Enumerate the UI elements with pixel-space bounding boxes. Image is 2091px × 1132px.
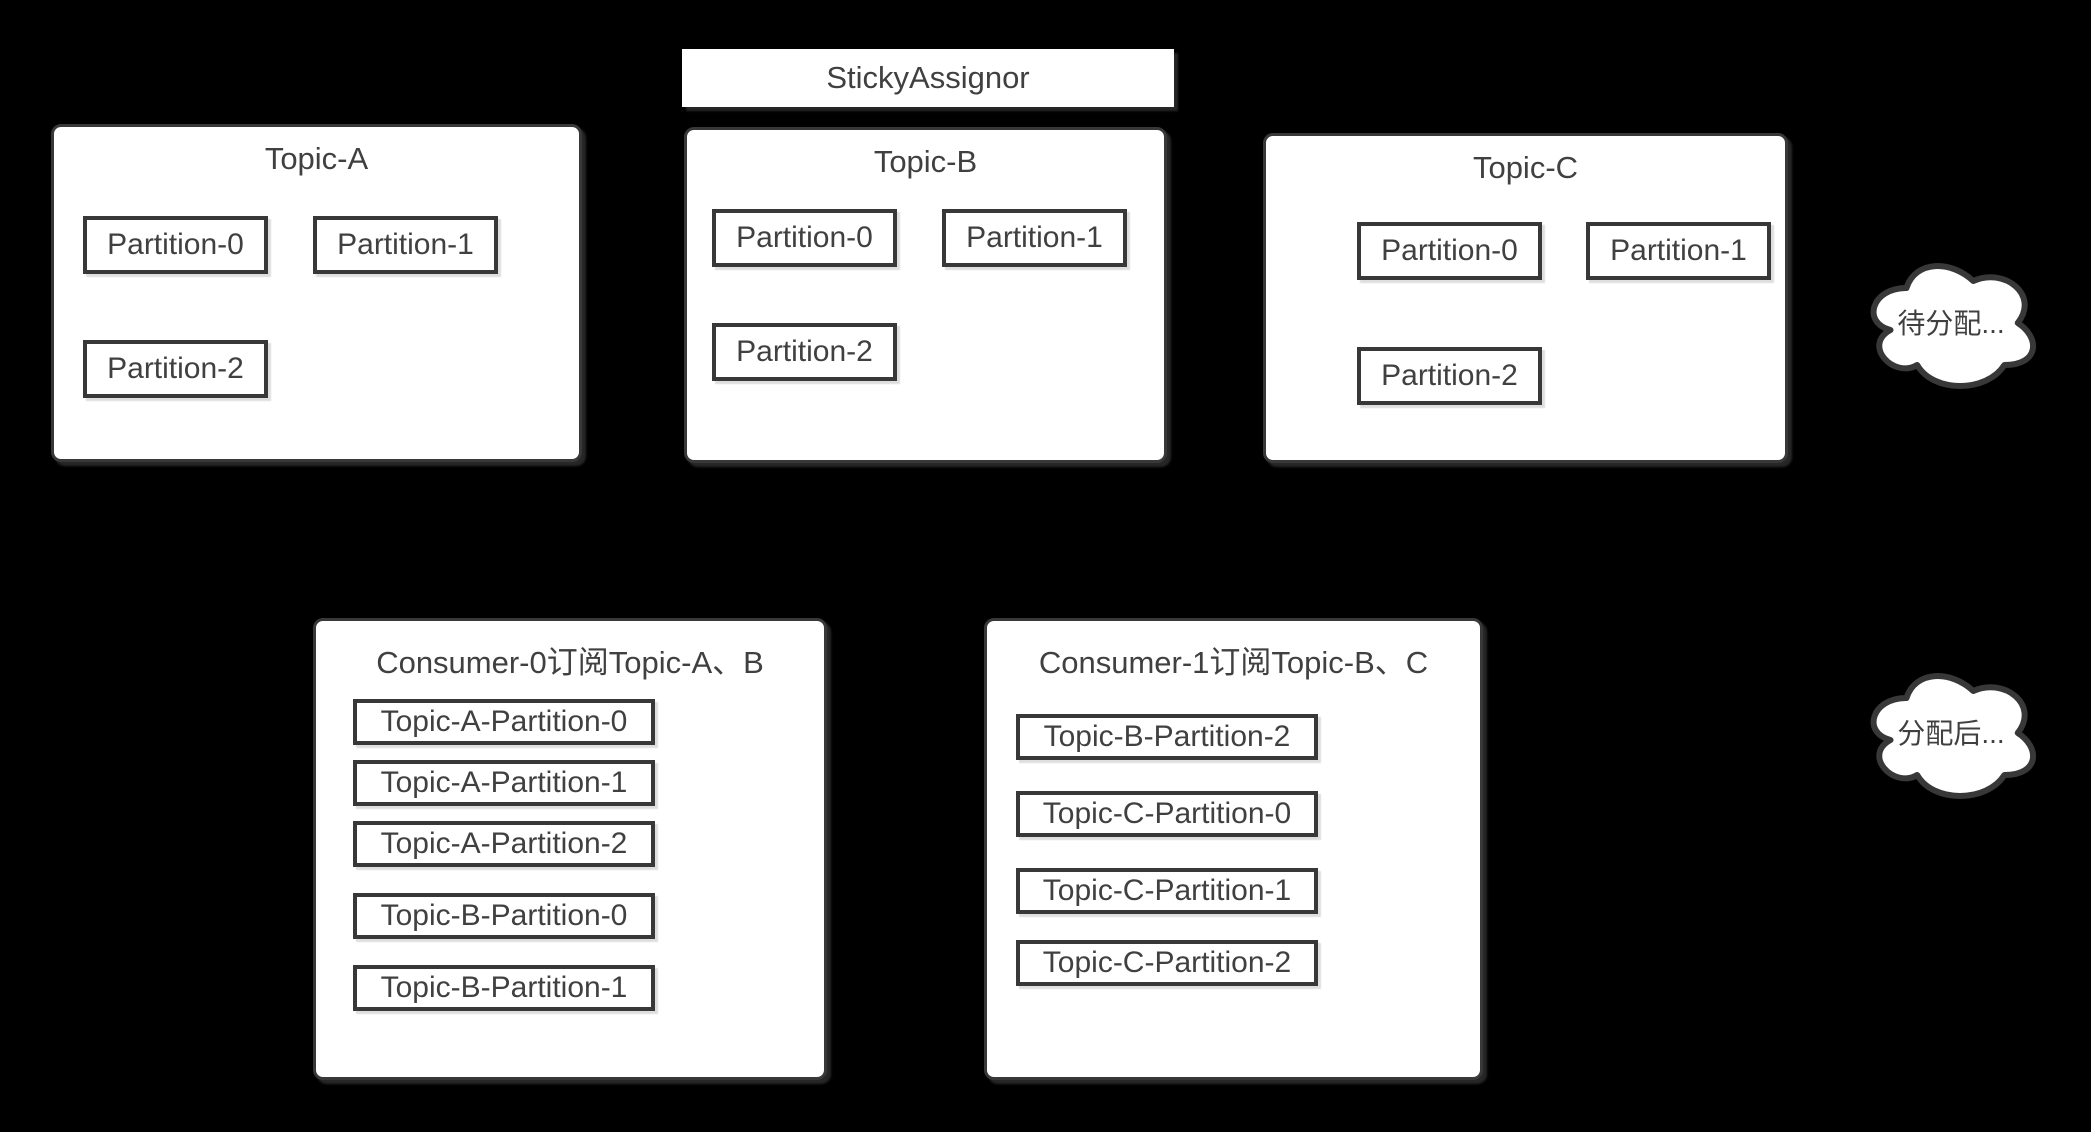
- consumer-0-assignment-2: Topic-A-Partition-2: [353, 821, 655, 867]
- consumer-0-title: Consumer-0订阅Topic-A、B: [376, 645, 764, 680]
- assignment-label: Topic-A-Partition-1: [380, 766, 628, 799]
- cloud-pending: 待分配...: [1857, 248, 2045, 398]
- assignment-label: Topic-C-Partition-0: [1042, 797, 1292, 830]
- topic-box-b: Topic-B Partition-0 Partition-1 Partitio…: [684, 127, 1167, 463]
- assignment-label: Topic-A-Partition-0: [380, 705, 628, 738]
- topic-c-partition-1: Partition-1: [1586, 222, 1771, 280]
- assignment-label: Topic-C-Partition-2: [1042, 946, 1292, 979]
- topic-a-partition-1: Partition-1: [313, 216, 498, 274]
- topic-box-a: Topic-A Partition-0 Partition-1 Partitio…: [51, 124, 582, 462]
- partition-label: Partition-1: [337, 228, 474, 261]
- partition-label: Partition-1: [966, 221, 1103, 254]
- consumer-0-assignment-3: Topic-B-Partition-0: [353, 893, 655, 939]
- topic-a-partition-2: Partition-2: [83, 340, 268, 398]
- consumer-1-assignment-2: Topic-C-Partition-1: [1016, 868, 1318, 914]
- partition-label: Partition-2: [1381, 359, 1518, 392]
- assignment-label: Topic-C-Partition-1: [1042, 874, 1292, 907]
- topic-b-title: Topic-B: [873, 144, 978, 179]
- consumer-box-0: Consumer-0订阅Topic-A、B Topic-A-Partition-…: [313, 618, 827, 1080]
- topic-b-partition-2: Partition-2: [712, 323, 897, 381]
- topic-a-title: Topic-A: [264, 141, 369, 176]
- consumer-box-1: Consumer-1订阅Topic-B、C Topic-B-Partition-…: [984, 618, 1483, 1080]
- partition-label: Partition-0: [107, 228, 244, 261]
- consumer-1-assignment-0: Topic-B-Partition-2: [1016, 714, 1318, 760]
- partition-label: Partition-1: [1610, 234, 1747, 267]
- consumer-1-title: Consumer-1订阅Topic-B、C: [1038, 645, 1429, 680]
- cloud-icon: [1870, 673, 2036, 799]
- partition-label: Partition-2: [107, 352, 244, 385]
- partition-label: Partition-0: [736, 221, 873, 254]
- topic-b-partition-0: Partition-0: [712, 209, 897, 267]
- consumer-0-assignment-1: Topic-A-Partition-1: [353, 760, 655, 806]
- consumer-0-assignment-4: Topic-B-Partition-1: [353, 965, 655, 1011]
- consumer-0-assignment-0: Topic-A-Partition-0: [353, 699, 655, 745]
- topic-b-partition-1: Partition-1: [942, 209, 1127, 267]
- cloud-pending-label: 待分配...: [1897, 308, 2005, 340]
- topic-c-partition-0: Partition-0: [1357, 222, 1542, 280]
- assignment-label: Topic-B-Partition-1: [380, 971, 628, 1004]
- assignment-label: Topic-A-Partition-2: [380, 827, 628, 860]
- consumer-1-assignment-3: Topic-C-Partition-2: [1016, 940, 1318, 986]
- sticky-assignor-banner: StickyAssignor: [682, 49, 1174, 107]
- partition-label: Partition-0: [1381, 234, 1518, 267]
- assignment-label: Topic-B-Partition-0: [380, 899, 628, 932]
- topic-c-partition-2: Partition-2: [1357, 347, 1542, 405]
- cloud-icon: [1870, 263, 2036, 389]
- topic-box-c: Topic-C Partition-0 Partition-1 Partitio…: [1263, 133, 1788, 463]
- consumer-1-assignment-1: Topic-C-Partition-0: [1016, 791, 1318, 837]
- partition-label: Partition-2: [736, 335, 873, 368]
- cloud-assigned-label: 分配后...: [1897, 718, 2005, 750]
- topic-c-title: Topic-C: [1472, 150, 1579, 185]
- cloud-assigned: 分配后...: [1857, 658, 2045, 808]
- topic-a-partition-0: Partition-0: [83, 216, 268, 274]
- sticky-assignor-label: StickyAssignor: [826, 60, 1030, 95]
- assignment-label: Topic-B-Partition-2: [1043, 720, 1291, 753]
